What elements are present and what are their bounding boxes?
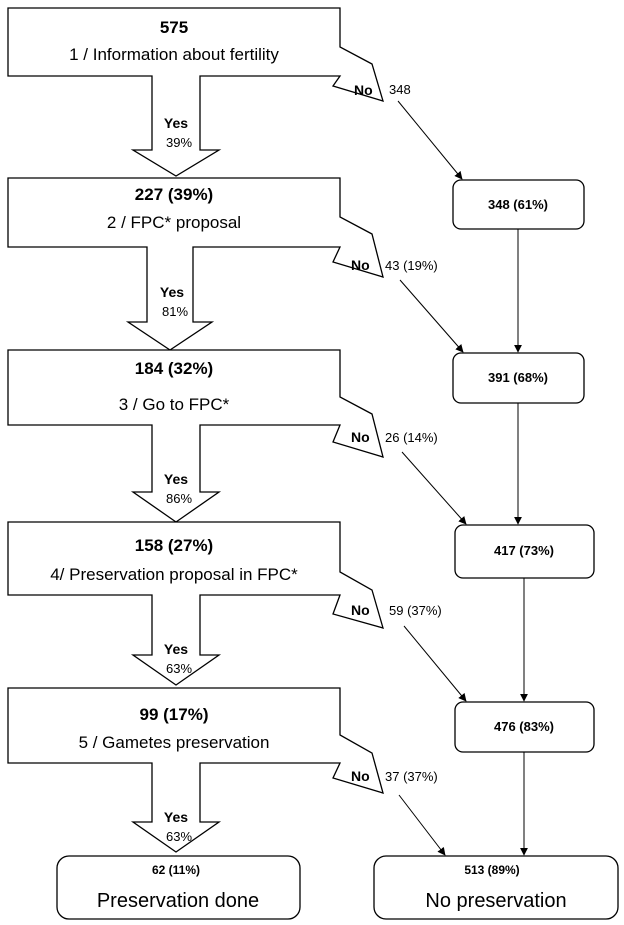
step-5-label: 5 / Gametes preservation [79,733,270,752]
step-1-count: 575 [160,18,188,37]
step-5-no-count: 37 (37%) [385,769,438,784]
step-1-yes-pct: 39% [166,135,192,150]
step-2-yes-label: Yes [160,284,184,300]
step-5-yes-label: Yes [164,809,188,825]
right-box-4-count: 476 (83%) [494,719,554,734]
step-4-no-count: 59 (37%) [389,603,442,618]
final-done-box: 62 (11%) Preservation done [56,855,301,920]
right-box-2-count: 391 (68%) [488,370,548,385]
step-4-label: 4/ Preservation proposal in FPC* [50,565,298,584]
step-4-yes-pct: 63% [166,661,192,676]
step-3-label: 3 / Go to FPC* [119,395,230,414]
step-1-label: 1 / Information about fertility [69,45,279,64]
step-5: 99 (17%) 5 / Gametes preservation Yes 63… [7,687,438,853]
step-1-no-label: No [354,82,373,98]
right-box-1-count: 348 (61%) [488,197,548,212]
step-1-shape [7,7,384,177]
step-4-no-label: No [351,602,370,618]
right-box-4: 476 (83%) [454,701,595,753]
step-3: 184 (32%) 3 / Go to FPC* Yes 86% No 26 (… [7,349,438,523]
step-3-shape [7,349,384,523]
final-none-shape [373,855,619,920]
step-4-count: 158 (27%) [135,536,213,555]
right-box-2: 391 (68%) [452,352,585,404]
step-2-no-count: 43 (19%) [385,258,438,273]
step-5-count: 99 (17%) [140,705,209,724]
step-1-yes-label: Yes [164,115,188,131]
step-2: 227 (39%) 2 / FPC* proposal Yes 81% No 4… [7,177,438,351]
final-done-label: Preservation done [97,890,259,912]
step-1: 575 1 / Information about fertility Yes … [7,7,411,177]
right-box-3: 417 (73%) [454,524,595,579]
step-2-count: 227 (39%) [135,185,213,204]
step-2-yes-pct: 81% [162,304,188,319]
no-arrow-5 [398,794,446,856]
final-none-box: 513 (89%) No preservation [373,855,619,920]
final-done-shape [56,855,301,920]
no-arrow-4 [403,625,467,702]
final-none-count: 513 (89%) [464,863,519,877]
step-4-shape [7,521,384,686]
final-none-label: No preservation [425,890,566,912]
step-3-yes-label: Yes [164,471,188,487]
step-4-yes-label: Yes [164,641,188,657]
no-arrow-3 [401,451,467,525]
step-5-no-label: No [351,768,370,784]
step-4: 158 (27%) 4/ Preservation proposal in FP… [7,521,442,686]
step-5-shape [7,687,384,853]
step-1-no-count: 348 [389,82,411,97]
step-3-count: 184 (32%) [135,359,213,378]
step-2-shape [7,177,384,351]
right-box-3-count: 417 (73%) [494,543,554,558]
step-2-label: 2 / FPC* proposal [107,213,241,232]
final-done-count: 62 (11%) [152,863,200,877]
step-2-no-label: No [351,257,370,273]
no-arrow-1 [397,100,463,180]
no-arrow-2 [399,279,464,353]
step-3-no-label: No [351,429,370,445]
step-3-yes-pct: 86% [166,491,192,506]
step-5-yes-pct: 63% [166,829,192,844]
right-box-1: 348 (61%) [452,179,585,230]
step-3-no-count: 26 (14%) [385,430,438,445]
